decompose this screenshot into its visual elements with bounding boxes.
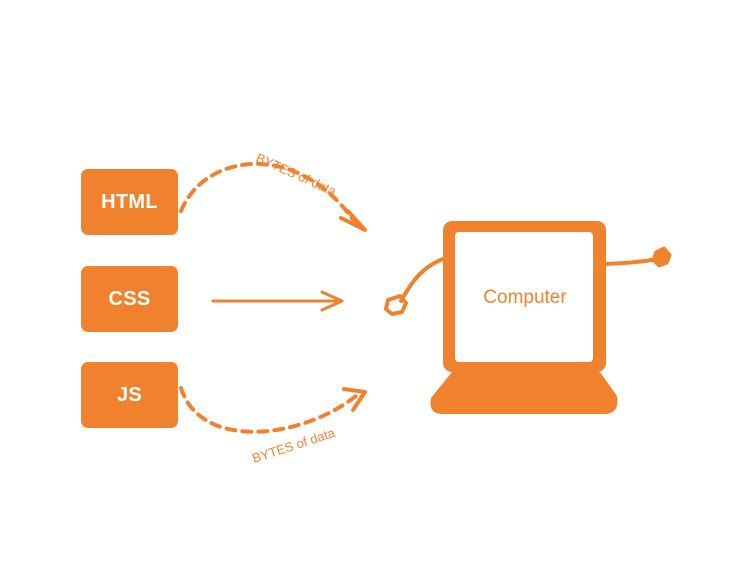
html-box: HTML xyxy=(81,169,178,235)
js-box: JS xyxy=(81,362,178,428)
html-box-label: HTML xyxy=(101,190,158,213)
middle-arrowhead-icon xyxy=(320,290,344,312)
bottom-arrowhead-icon xyxy=(342,387,367,412)
top-arrow-label: BYTES of data xyxy=(254,150,339,199)
bottom-dashed-arrow xyxy=(179,386,358,434)
computer-label: Computer xyxy=(483,287,567,308)
top-arrowhead-icon xyxy=(339,209,367,232)
css-box-label: CSS xyxy=(108,287,151,310)
css-box: CSS xyxy=(81,266,178,332)
js-box-label: JS xyxy=(116,383,143,406)
computer-icon xyxy=(384,221,672,414)
top-dashed-arrow xyxy=(179,162,358,226)
